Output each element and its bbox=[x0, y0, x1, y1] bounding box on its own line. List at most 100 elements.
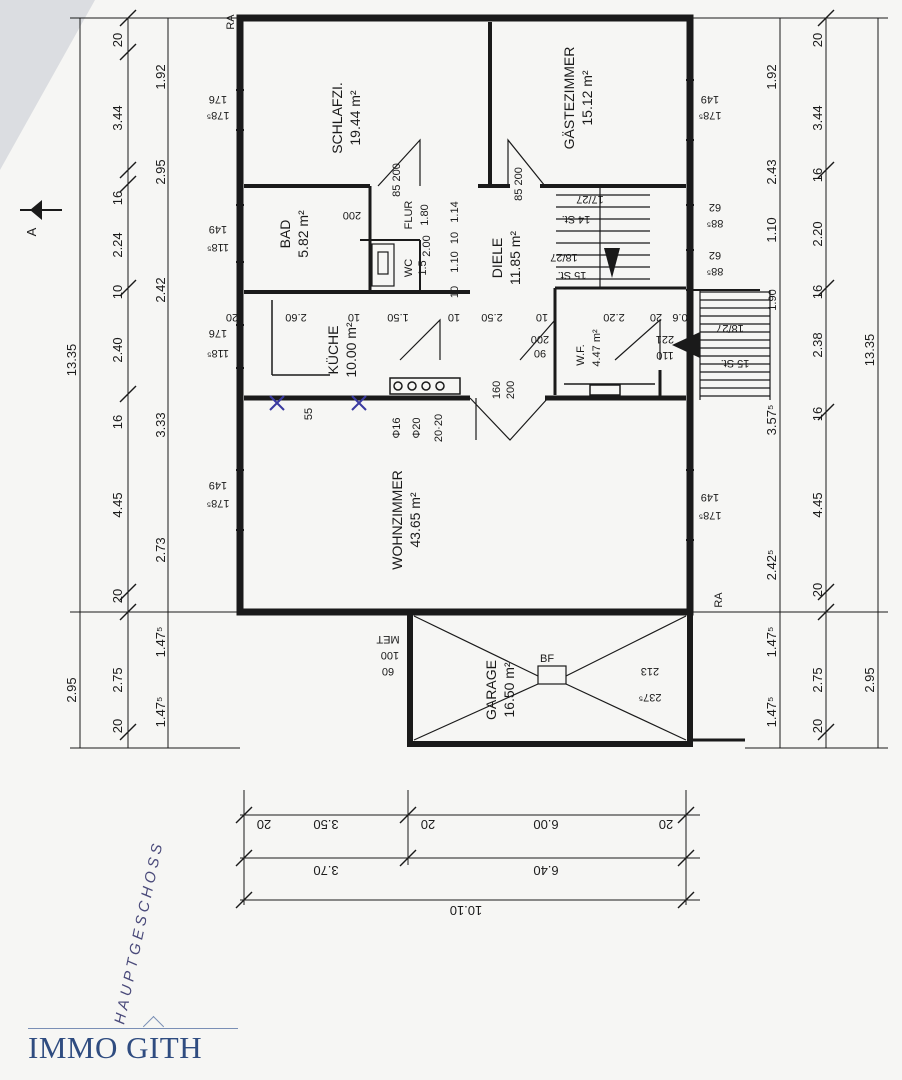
room-wc-area: 1.5 bbox=[417, 260, 429, 275]
door-dim: 213 bbox=[641, 665, 659, 677]
dim-label: 20 bbox=[110, 33, 125, 47]
dim-total-garage: 2.95 bbox=[64, 677, 79, 702]
room-diele-name: DIELE bbox=[489, 238, 505, 278]
interior-dim: 2.50 bbox=[481, 311, 502, 323]
kitchen-labels: Φ16 Φ20 20·20 bbox=[391, 414, 445, 442]
window-dim: 62 bbox=[709, 249, 721, 261]
dim-label: 1.47⁵ bbox=[153, 627, 168, 658]
interior-dim: 20 bbox=[226, 311, 238, 323]
interior-dim: 10 bbox=[536, 311, 548, 323]
dim-label: 2.42⁵ bbox=[764, 550, 779, 581]
window-dim: 149 bbox=[209, 479, 227, 491]
company-logo: IMMO GITH bbox=[28, 1015, 243, 1076]
dim-label: 2.40 bbox=[110, 337, 125, 362]
dim-label: 2.75 bbox=[810, 667, 825, 692]
room-kueche-name: KÜCHE bbox=[324, 325, 341, 374]
interior-dim: 0.6 bbox=[672, 311, 687, 323]
stair-label: 18/27 bbox=[716, 322, 744, 334]
door-dim: 237⁵ bbox=[639, 691, 662, 703]
dim-label: 20 bbox=[110, 719, 125, 733]
room-flur-name: FLUR bbox=[403, 201, 415, 230]
walls bbox=[236, 14, 760, 747]
dimension-ticks bbox=[119, 9, 835, 909]
logo-text: IMMO GITH bbox=[28, 1030, 203, 1065]
window-dim: 149 bbox=[209, 223, 227, 235]
interior-dim: 10 bbox=[448, 311, 460, 323]
dim-label: 3.44 bbox=[810, 105, 825, 130]
dim-label: 2.73 bbox=[153, 537, 168, 562]
window-dim: 178⁵ bbox=[207, 109, 230, 121]
door-dimension-labels: 85 200 85 200 200 2.00 200 90 160 200 10… bbox=[303, 163, 674, 703]
garage-diagonals bbox=[413, 615, 687, 741]
door-dim: 90 bbox=[534, 347, 546, 359]
dim-label: 16 bbox=[810, 285, 825, 299]
window-dim: 178⁵ bbox=[699, 109, 722, 121]
dim-label: 20 bbox=[257, 817, 271, 832]
markers: RA RA A BF MET bbox=[24, 14, 725, 665]
interior-dim: 10 bbox=[449, 286, 461, 298]
dim-total-main: 13.35 bbox=[862, 334, 877, 367]
window-dim: 118⁵ bbox=[207, 241, 229, 253]
dim-label: 10.10 bbox=[450, 903, 483, 918]
window-dim: 178⁵ bbox=[207, 497, 230, 509]
room-labels: SCHLAFZI. 19.44 m² GÄSTEZIMMER 15.12 m² … bbox=[277, 47, 603, 720]
dim-label: 6.00 bbox=[533, 817, 558, 832]
door-dim: 2.00 bbox=[421, 235, 433, 256]
interior-dim: 10 bbox=[348, 311, 360, 323]
room-kueche-area: 10.00 m² bbox=[343, 322, 359, 378]
stair-label: 17/27 bbox=[576, 193, 604, 205]
room-wc-name: WC bbox=[403, 259, 415, 277]
dim-label: 3.70 bbox=[313, 863, 338, 878]
room-gaestezimmer-area: 15.12 m² bbox=[579, 70, 595, 126]
stair-label: 14 St. bbox=[562, 213, 591, 225]
window-dim: 118⁵ bbox=[207, 347, 229, 359]
dim-label: 1.92 bbox=[764, 64, 779, 89]
dim-label: 20 bbox=[810, 33, 825, 47]
door-dim: 85 200 bbox=[391, 163, 403, 197]
dim-label: 2.95 bbox=[153, 159, 168, 184]
window-dim: 149 bbox=[701, 93, 719, 105]
marker-x bbox=[269, 395, 367, 411]
bottom-dimension-labels: 20 3.50 20 6.00 20 3.70 6.40 10.10 bbox=[257, 817, 673, 918]
dim-label: 4.45 bbox=[110, 492, 125, 517]
interior-dim: 10 bbox=[449, 232, 461, 244]
floor-label: HAUPTGESCHOSS bbox=[111, 839, 167, 1026]
room-wohnzimmer-name: WOHNZIMMER bbox=[389, 470, 405, 570]
interior-dim: 20 bbox=[650, 311, 662, 323]
section-marker-label: A bbox=[24, 227, 39, 236]
window-dim: 178⁵ bbox=[699, 509, 722, 521]
window-dim: 88⁵ bbox=[707, 217, 724, 229]
left-dimension-labels: 20 1.92 3.44 2.95 16 2.24 10 2.42 2.40 1… bbox=[64, 33, 168, 733]
room-garage-area: 16.50 m² bbox=[501, 662, 517, 718]
room-schlafzi-name: SCHLAFZI. bbox=[329, 82, 345, 154]
window-dimension-labels: 176 178⁵ 149 118⁵ 176 118⁵ 149 178⁵ 149 … bbox=[207, 93, 724, 521]
dim-label: 20 bbox=[810, 719, 825, 733]
door-swings bbox=[371, 138, 661, 441]
dim-label: 10 bbox=[110, 285, 125, 299]
dim-label: 16 bbox=[110, 415, 125, 429]
dim-label: 2.38 bbox=[810, 332, 825, 357]
door-dim: 200 bbox=[531, 333, 549, 345]
dim-label: 1.47⁵ bbox=[764, 627, 779, 658]
bf-marker: BF bbox=[540, 653, 554, 665]
window-dim: 176 bbox=[209, 93, 227, 105]
dim-label: 4.45 bbox=[810, 492, 825, 517]
door-dim: 110 bbox=[656, 349, 674, 361]
dim-total-garage: 2.95 bbox=[862, 667, 877, 692]
stair-arrow-icon bbox=[604, 248, 620, 278]
dim-label: 6.40 bbox=[533, 863, 558, 878]
stair-label: 15 St. bbox=[721, 357, 750, 369]
interior-dim: 1.50 bbox=[387, 311, 408, 323]
paper-shadow bbox=[0, 0, 95, 170]
stair-label: 18/27 bbox=[550, 251, 578, 263]
dim-label: 2.42 bbox=[153, 277, 168, 302]
dim-label: 2.20 bbox=[810, 221, 825, 246]
door-dim: 200 bbox=[505, 381, 517, 399]
stair-arrow-icon bbox=[672, 332, 700, 358]
interior-dim: 1.14 bbox=[449, 201, 461, 222]
window-dim: 62 bbox=[709, 201, 721, 213]
room-schlafzi-area: 19.44 m² bbox=[347, 90, 363, 146]
interior-dim: 1.10 bbox=[449, 251, 461, 272]
stair-labels: 14 St. 17/27 15 St. 18/27 15 St. 18/27 bbox=[550, 193, 749, 369]
